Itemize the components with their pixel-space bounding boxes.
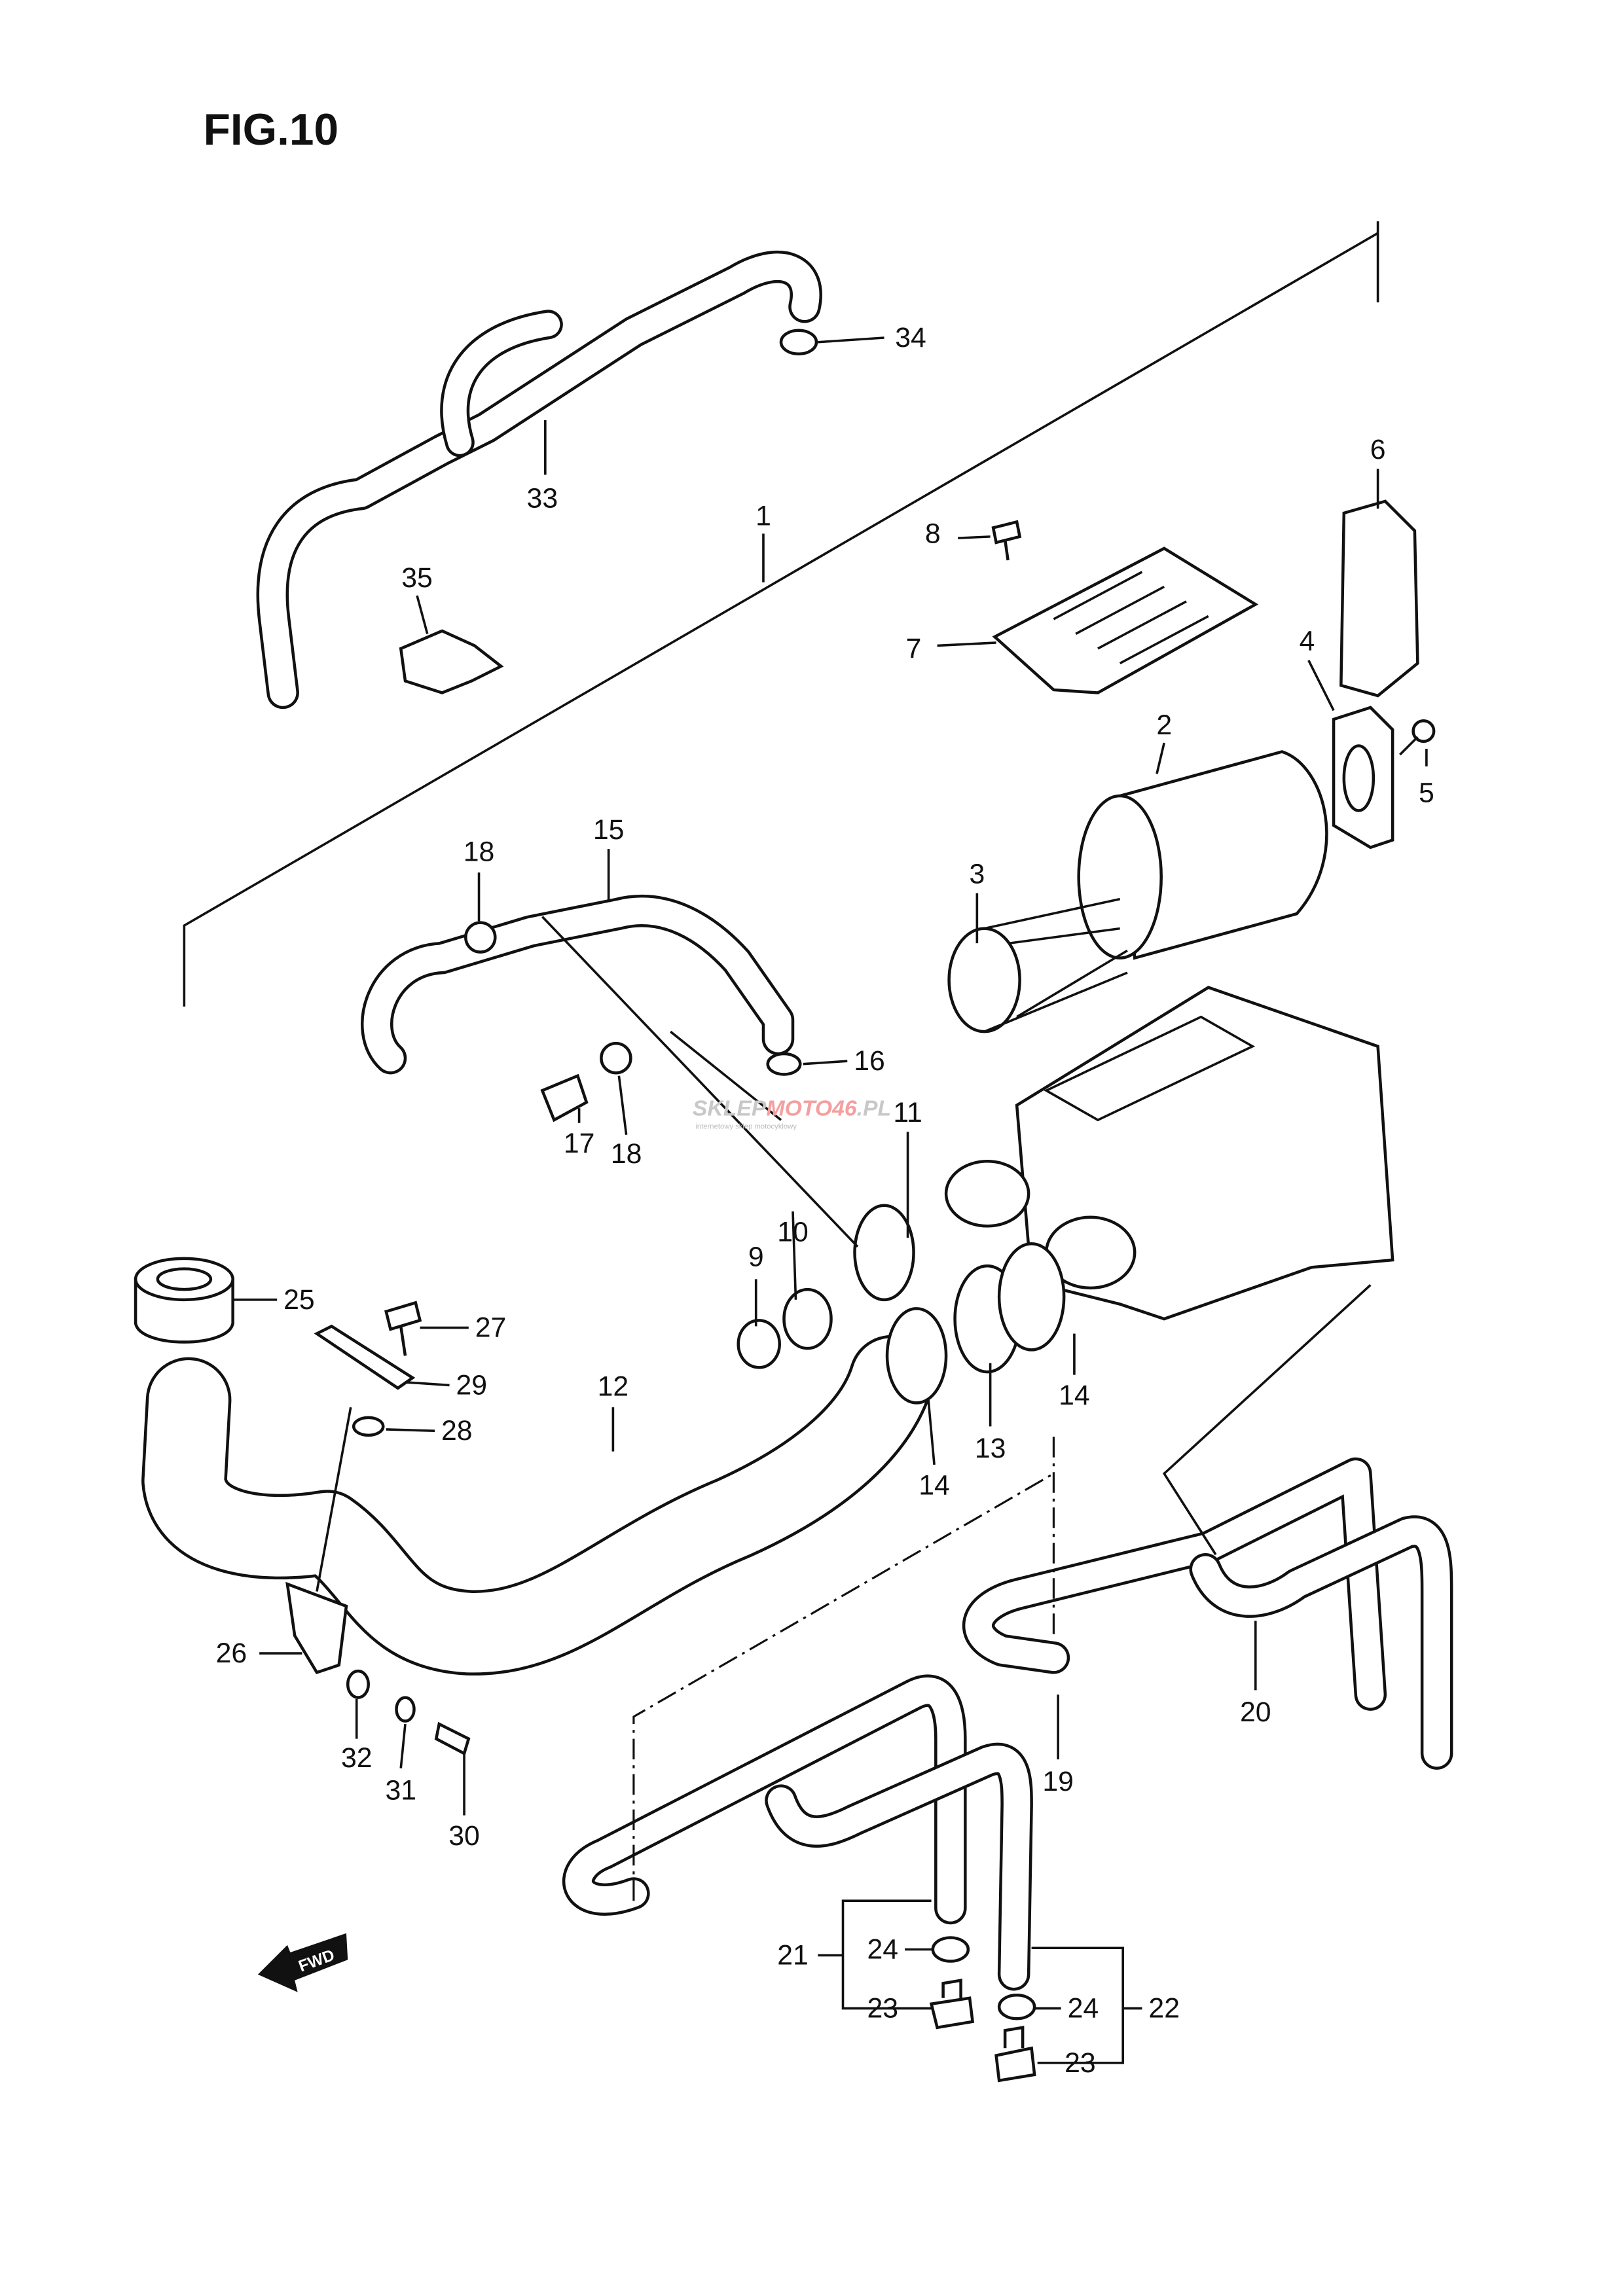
washer-28 — [352, 1416, 385, 1437]
callout-9: 9 — [748, 1242, 764, 1273]
callout-5: 5 — [1419, 778, 1434, 809]
callout-13: 13 — [975, 1433, 1006, 1464]
seal-25 — [134, 1257, 234, 1344]
callout-18b: 18 — [611, 1138, 642, 1170]
bolt-27 — [384, 1300, 422, 1356]
nut-31 — [395, 1696, 416, 1723]
grommet-4 — [1332, 706, 1394, 850]
boot-11 — [853, 1204, 915, 1302]
reference-lines — [316, 916, 1372, 1901]
bolt-30 — [434, 1721, 471, 1756]
bracket-6 — [1339, 499, 1419, 698]
bracket-26 — [285, 1581, 348, 1675]
clamp-14 — [885, 1307, 948, 1405]
callout-7: 7 — [906, 633, 922, 664]
callout-21: 21 — [777, 1939, 809, 1971]
callout-10: 10 — [777, 1216, 809, 1247]
callout-2: 2 — [1156, 709, 1172, 741]
plate-29 — [314, 1324, 416, 1390]
callout-23b: 23 — [1065, 2047, 1096, 2079]
hose-15 — [361, 895, 795, 1075]
callout-14b: 14 — [919, 1469, 950, 1501]
callout-30: 30 — [448, 1820, 480, 1852]
hose-21 — [562, 1674, 967, 1925]
callout-19: 19 — [1042, 1766, 1074, 1797]
clamp-18-lower — [600, 1041, 632, 1075]
callout-labels: 34 33 1 35 8 6 7 4 2 5 18 15 3 16 17 18 … — [216, 322, 1434, 2079]
callout-29: 29 — [456, 1369, 488, 1401]
callout-33: 33 — [527, 482, 558, 514]
filter-element-2 — [1077, 750, 1328, 960]
figure-title: FIG.10 — [204, 105, 338, 154]
boot-13 — [953, 1242, 1066, 1374]
fitting-23-left — [929, 1979, 975, 2030]
callout-28: 28 — [441, 1415, 473, 1446]
callout-35: 35 — [401, 562, 433, 594]
watermark-logo: SKLEPMOTO46.PL internetowy sklep motocyk… — [693, 1096, 891, 1130]
hose-20 — [1189, 1515, 1453, 1770]
callout-leaders — [232, 336, 1428, 2064]
cap-17 — [540, 1073, 589, 1122]
boot-10 — [782, 1287, 833, 1350]
breather-hose-33 — [256, 250, 822, 709]
filter-cage-3 — [947, 897, 1128, 1033]
callout-20: 20 — [1240, 1696, 1271, 1728]
clip-16 — [766, 1052, 802, 1076]
clamp-18-upper — [464, 921, 497, 954]
cover-7 — [992, 547, 1259, 694]
callout-32: 32 — [341, 1742, 373, 1774]
fitting-23-right — [994, 2026, 1036, 2083]
callout-18a: 18 — [464, 836, 495, 868]
callout-3: 3 — [969, 858, 985, 889]
callout-31: 31 — [385, 1774, 416, 1806]
hose-clip-34 — [779, 329, 818, 356]
callout-4: 4 — [1300, 626, 1315, 657]
callout-6: 6 — [1370, 434, 1386, 465]
callout-23a: 23 — [867, 1993, 899, 2024]
clip-24-left — [931, 1936, 970, 1963]
hose-19 — [962, 1457, 1387, 1711]
hose-22 — [765, 1742, 1033, 1991]
svg-text:internetowy sklep motocyklowy: internetowy sklep motocyklowy — [695, 1123, 797, 1131]
callout-15: 15 — [593, 814, 625, 846]
callout-11: 11 — [893, 1097, 922, 1128]
screw-8 — [991, 520, 1022, 561]
breather-hose-33-branch — [440, 310, 563, 457]
clip-24-right — [997, 1994, 1036, 2020]
clamp-35 — [399, 629, 504, 694]
air-cleaner-case — [944, 986, 1394, 1321]
callout-1: 1 — [756, 500, 771, 531]
callout-22: 22 — [1148, 1993, 1180, 2024]
callout-25: 25 — [283, 1284, 315, 1316]
callout-17: 17 — [564, 1128, 595, 1159]
washer-32 — [346, 1669, 370, 1699]
callout-14a: 14 — [1059, 1380, 1090, 1411]
bolt-5 — [1399, 719, 1436, 756]
clamp-9 — [737, 1319, 781, 1369]
fwd-arrow-icon: FWD — [257, 1933, 348, 1992]
svg-text:SKLEPMOTO46.PL: SKLEPMOTO46.PL — [693, 1096, 891, 1121]
callout-8: 8 — [925, 518, 941, 549]
callout-34: 34 — [895, 322, 926, 353]
callout-12: 12 — [598, 1371, 629, 1403]
assembly-bracket-line — [183, 221, 1379, 1007]
intake-tube-12 — [141, 1335, 935, 1676]
callout-16: 16 — [854, 1045, 885, 1077]
callout-24a: 24 — [867, 1933, 899, 1965]
callout-24b: 24 — [1068, 1993, 1099, 2024]
callout-26: 26 — [216, 1638, 247, 1669]
callout-27: 27 — [475, 1312, 507, 1344]
